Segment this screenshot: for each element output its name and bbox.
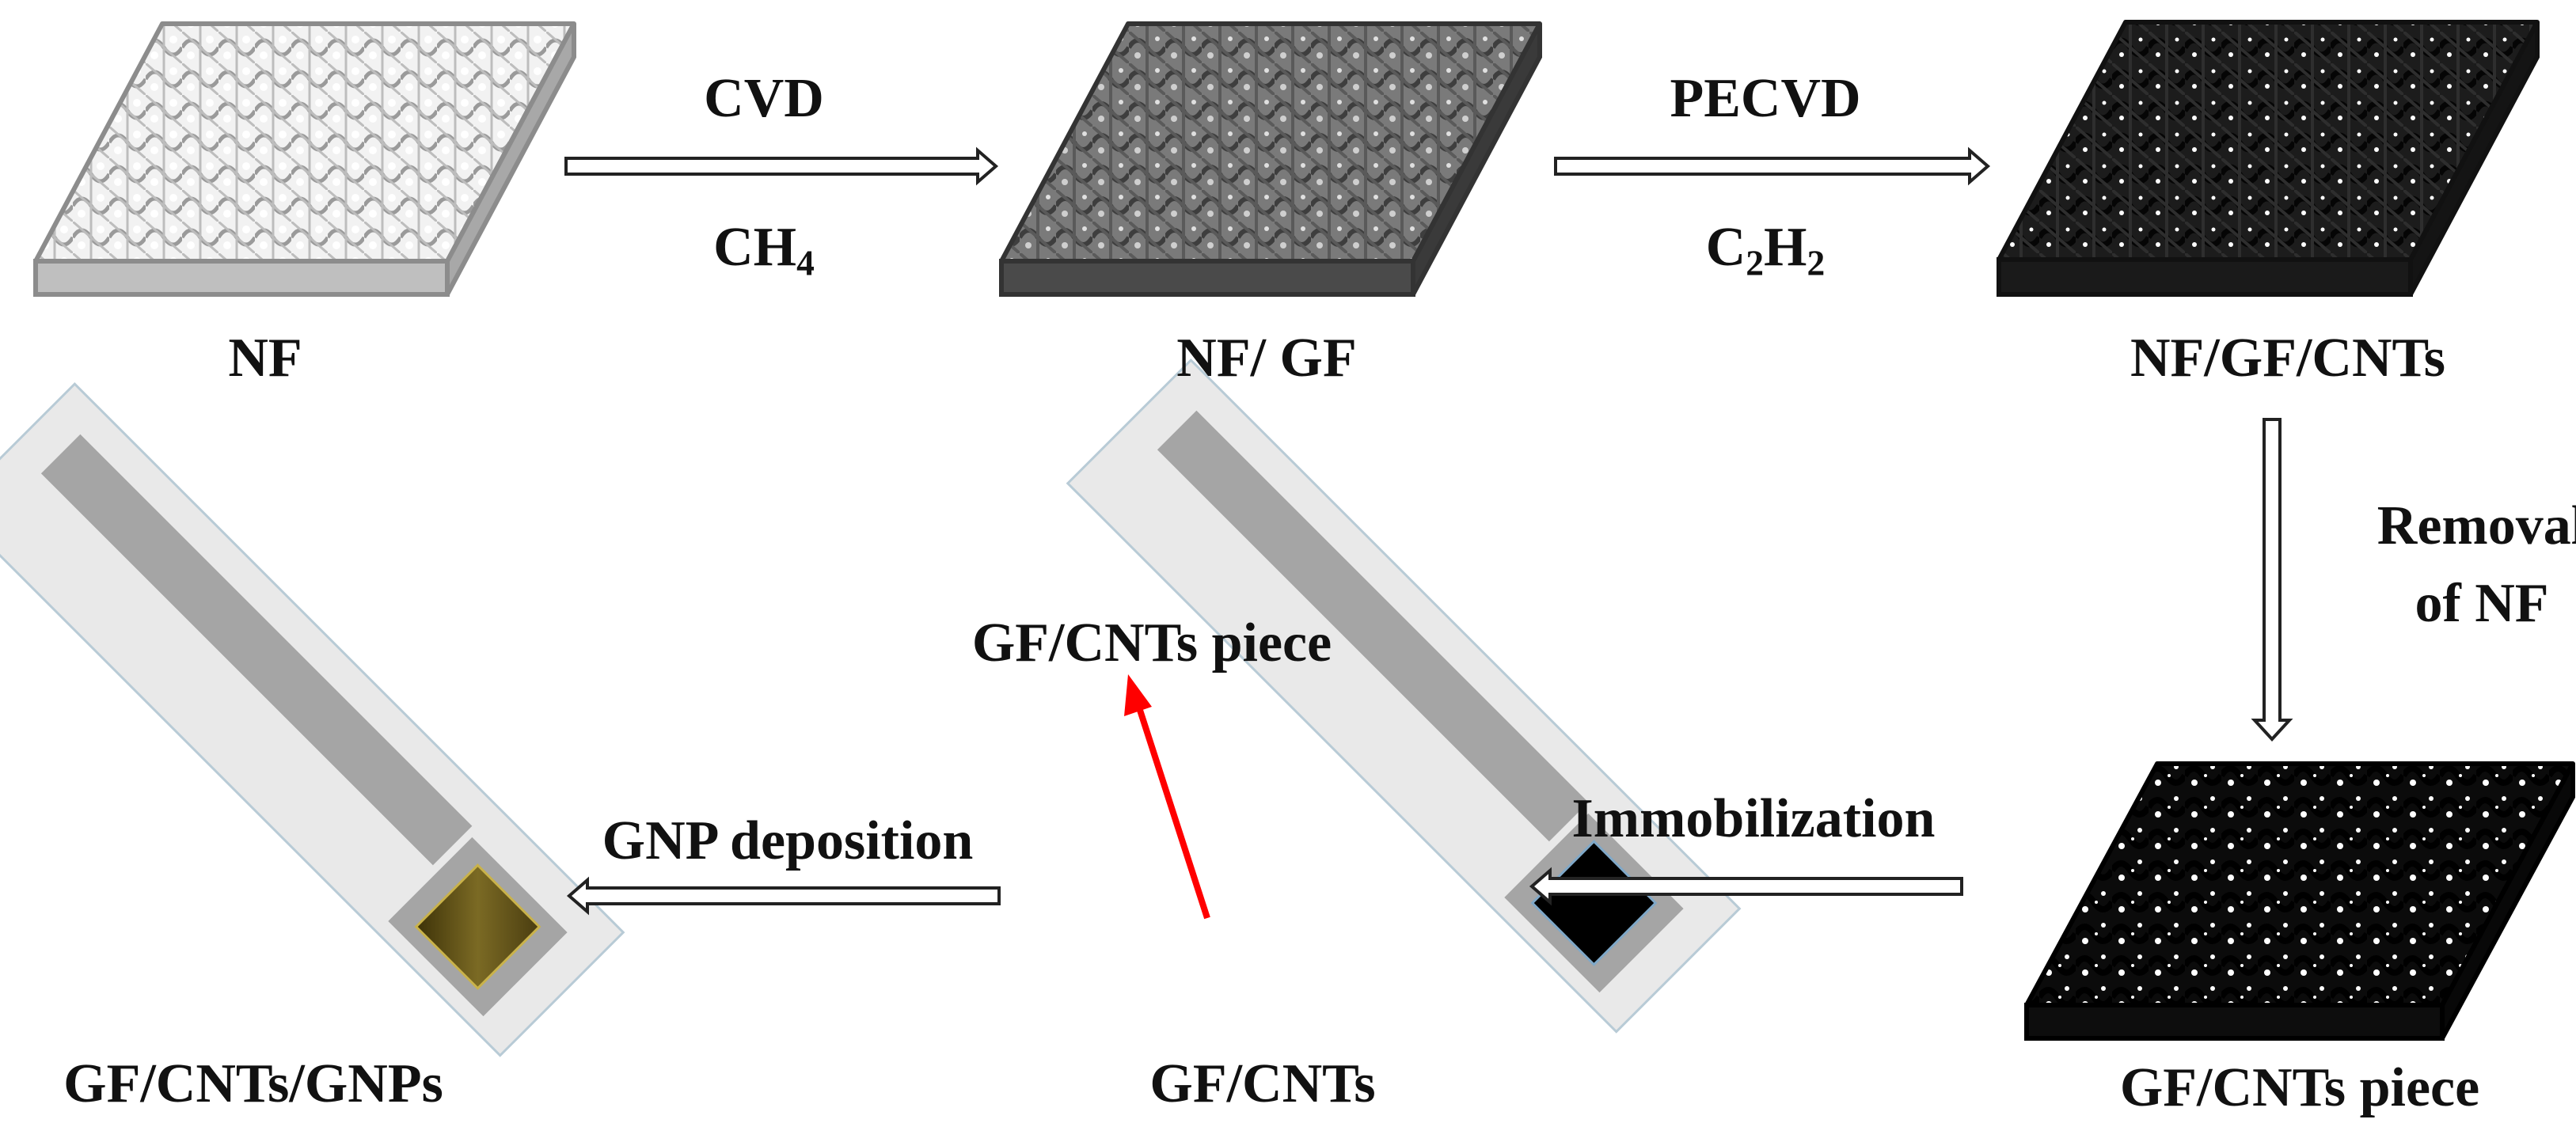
arrow-pecvd: [1554, 146, 1991, 186]
electrode-gf-cnts: [1066, 359, 1742, 1034]
nf-gf-label: NF/ GF: [1176, 328, 1357, 389]
nf-gf-cnts-label: NF/GF/CNTs: [2130, 328, 2446, 389]
pecvd-label: PECVD: [1670, 68, 1861, 129]
removal-label-line1: Removal: [2377, 495, 2576, 556]
gf-cnts-gnps-label: GF/CNTs/GNPs: [63, 1053, 443, 1114]
immobilization-label: Immobilization: [1571, 788, 1936, 849]
nickel-foam-block: [33, 21, 576, 297]
gf-cnts-foam-block: [2024, 761, 2575, 1041]
c2h2-label: C2H2: [1705, 217, 1826, 283]
gnp-deposition-label: GNP deposition: [602, 810, 974, 871]
arrow-cvd: [564, 146, 999, 186]
gf-cnts-label: GF/CNTs: [1149, 1053, 1376, 1114]
nf-gf-cnts-foam-block: [1997, 20, 2540, 297]
gf-cnts-piece-callout: GF/CNTs piece: [971, 613, 1332, 673]
cvd-label: CVD: [704, 68, 824, 129]
gf-cnts-pad: [1530, 840, 1658, 966]
hollow-arrow: [564, 146, 2293, 916]
arrow-removal: [2251, 418, 2293, 742]
ch4-label: CH4: [713, 217, 815, 283]
gf-cnts-piece-label: GF/CNTs piece: [2119, 1057, 2480, 1118]
nf-label: NF: [228, 328, 302, 389]
removal-label-line2: of NF: [2415, 573, 2549, 634]
electrode-gnp-deposited: [0, 382, 625, 1057]
gnp-pad: [414, 863, 541, 990]
arrow-gnp: [566, 876, 1001, 916]
nf-gf-foam-block: [999, 21, 1542, 297]
arrow-immobilization: [1529, 867, 1963, 906]
piece-pointer-arrow: [1124, 674, 1210, 920]
